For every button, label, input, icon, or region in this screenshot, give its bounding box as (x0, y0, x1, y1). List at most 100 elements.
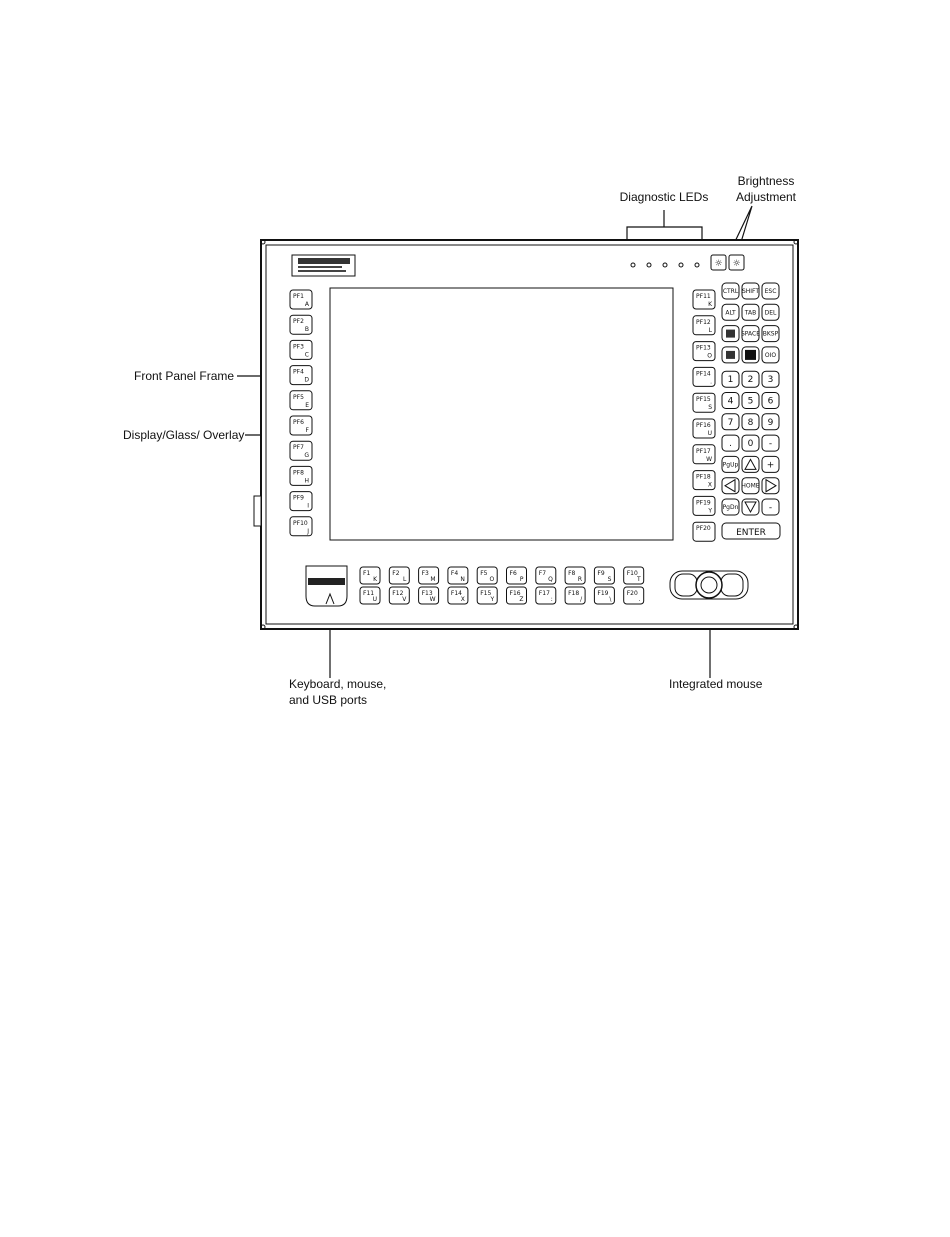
keypad-key-10-0[interactable]: PgDn (721, 498, 740, 516)
keypad-key-6-2[interactable]: 9 (761, 413, 780, 431)
keypad-key-8-1[interactable] (741, 455, 760, 473)
keypad-key-0-0[interactable]: CTRL (721, 282, 740, 300)
keypad-key-4-2[interactable]: 3 (761, 370, 780, 388)
right-key-pf17-sub-label: W (706, 456, 712, 463)
keypad-key-label: OIO (765, 352, 776, 359)
port-cover[interactable] (305, 565, 348, 607)
bottom-key-f17[interactable]: F17: (535, 586, 557, 605)
mouse-right-button[interactable] (720, 573, 744, 597)
keypad-key-4-1[interactable]: 2 (741, 370, 760, 388)
bottom-key-f16-label: F16 (510, 590, 521, 597)
keypad-key-3-2[interactable]: OIO (761, 346, 780, 364)
bottom-key-f9[interactable]: F9S (593, 566, 615, 585)
enter-key[interactable]: ENTER (721, 522, 781, 540)
bottom-key-f3[interactable]: F3M (418, 566, 440, 585)
keypad-key-2-1[interactable]: SPACE (741, 325, 760, 343)
brightness-down-button[interactable]: ☼ (710, 254, 727, 271)
page-icon (726, 329, 735, 338)
keypad-key-6-1[interactable]: 8 (741, 413, 760, 431)
keypad-key-2-2[interactable]: BKSP (761, 325, 780, 343)
keypad-key-1-2[interactable]: DEL (761, 303, 780, 321)
right-key-pf14-sub-label: . (710, 378, 712, 385)
bottom-key-f5[interactable]: F5O (476, 566, 498, 585)
brightness-label-line1: Brightness (738, 174, 795, 188)
right-key-pf14[interactable]: PF14. (692, 366, 716, 387)
bottom-key-f2[interactable]: F2L (388, 566, 410, 585)
bottom-key-f4[interactable]: F4N (447, 566, 469, 585)
keypad-key-5-1[interactable]: 5 (741, 392, 760, 409)
brightness-up-button[interactable]: ☼ (728, 254, 745, 271)
bottom-key-f15-sub-label: Y (490, 596, 495, 603)
bottom-key-f6[interactable]: F6P (506, 566, 527, 585)
keypad-key-7-0[interactable]: . (721, 434, 740, 452)
bottom-key-f7[interactable]: F7Q (535, 566, 557, 585)
right-key-pf16-sub-label: U (708, 430, 712, 437)
bottom-key-f8-label: F8 (568, 570, 575, 577)
right-key-pf20[interactable]: PF20 (692, 521, 716, 542)
keypad-key-8-2[interactable]: + (761, 455, 780, 473)
sun-icon: ☼ (732, 259, 740, 269)
keypad-key-10-2[interactable]: - (761, 498, 780, 516)
keypad-key-label: BKSP (763, 331, 779, 338)
bottom-key-f1[interactable]: F1K (359, 566, 381, 585)
bottom-key-f17-sub-label: : (551, 596, 553, 603)
keypad-key-8-0[interactable]: PgUp (721, 455, 740, 473)
bottom-key-f20[interactable]: F20. (623, 586, 645, 605)
keypad-key-1-0[interactable]: ALT (721, 303, 740, 321)
integrated-mouse[interactable] (669, 570, 749, 600)
keypad-key-7-2[interactable]: - (761, 434, 780, 452)
keypad-key-6-0[interactable]: 7 (721, 413, 740, 431)
bottom-key-f3-sub-label: M (430, 576, 435, 583)
keypad-key-5-2[interactable]: 6 (761, 392, 780, 409)
keypad-key-5-0[interactable]: 4 (721, 392, 740, 409)
keyboard-icon (726, 350, 735, 359)
bottom-key-f18[interactable]: F18/ (564, 586, 586, 605)
diagnostic-leds-label: Diagnostic LEDs (620, 190, 709, 204)
right-key-pf18-label: PF18 (696, 474, 711, 481)
bottom-key-f12-label: F12 (392, 590, 403, 597)
keypad-key-4-0[interactable]: 1 (721, 370, 740, 388)
bottom-key-f1-sub-label: K (373, 576, 378, 583)
keypad-key-10-1[interactable] (741, 498, 760, 516)
keypad-key-0-2[interactable]: ESC (761, 282, 780, 300)
keypad-key-1-1[interactable]: TAB (741, 303, 760, 321)
bottom-key-f19[interactable]: F19\ (593, 586, 615, 605)
bottom-key-f14-label: F14 (451, 590, 462, 597)
keypad-key-9-1[interactable]: HOME (741, 477, 760, 495)
keypad-key-7-1[interactable]: 0 (741, 434, 760, 452)
bottom-key-f18-sub-label: / (580, 596, 583, 603)
led-2 (646, 262, 652, 268)
diagnostic-leds (630, 262, 700, 268)
keypad-key-0-1[interactable]: SHIFT (741, 282, 760, 300)
left-key-pf5-sub-label: E (305, 402, 309, 409)
bottom-key-f9-sub-label: S (608, 576, 612, 583)
bottom-key-f8[interactable]: F8R (564, 566, 586, 585)
mouse-left-button[interactable] (674, 573, 698, 597)
